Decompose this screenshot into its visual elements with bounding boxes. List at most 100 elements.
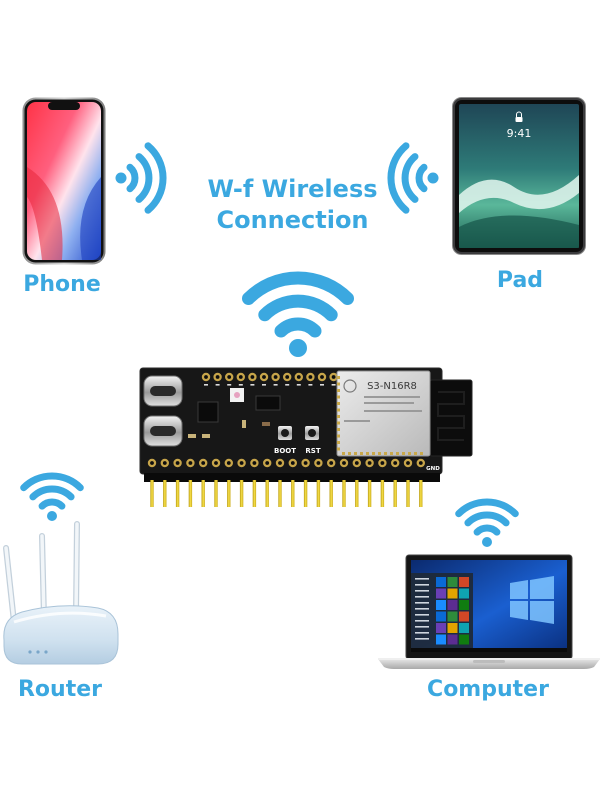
start-menu-tile <box>447 623 458 633</box>
module-castellated-pad <box>337 382 340 386</box>
module-castellated-pad <box>337 421 340 425</box>
pin-hole <box>342 461 346 465</box>
pin-hole <box>201 461 206 465</box>
start-menu-app-entry <box>415 584 429 586</box>
usb-c-slot <box>150 426 176 436</box>
wifi-signal-icon <box>386 141 442 215</box>
windows-logo-pane <box>510 601 528 620</box>
pin-hole <box>354 461 359 465</box>
start-menu-items <box>415 577 469 645</box>
module-castellated-pad <box>408 452 411 455</box>
title-line-1: W-f Wireless <box>207 175 378 203</box>
start-menu-tile <box>459 623 469 633</box>
header-pin <box>291 480 295 507</box>
module-castellated-pad <box>337 434 340 438</box>
rst-label: RST <box>305 447 320 455</box>
pin-hole <box>215 375 220 379</box>
module-castellated-pad <box>420 452 423 455</box>
router-top-highlight <box>13 611 107 624</box>
usb-c-port-bottom <box>143 415 183 447</box>
start-menu-app-entry <box>415 620 429 622</box>
module-castellated-pad <box>366 452 369 455</box>
start-menu-tile <box>447 634 458 645</box>
signal-arc-middle <box>401 153 419 203</box>
start-menu-tile <box>436 634 446 645</box>
wifi-icon <box>453 492 523 548</box>
title-line-2: Connection <box>216 206 369 234</box>
rgb-led-die <box>234 392 240 398</box>
tablet-wallpaper-foam <box>459 175 579 213</box>
router-graphic <box>3 521 119 665</box>
top-pad-row <box>201 372 338 386</box>
wifi-icon <box>240 268 358 360</box>
start-menu-app-entry <box>415 602 429 604</box>
router-body <box>3 605 119 665</box>
pin-hole <box>250 375 255 379</box>
header-pin <box>380 480 385 507</box>
router-wifi-graphic <box>20 472 84 521</box>
pin-label-mark <box>308 384 313 386</box>
header-pin <box>367 480 372 507</box>
pin-hole <box>303 461 308 465</box>
esp32-s3-dev-board: BOOT RST S3-N16R8 GND <box>138 362 474 510</box>
usb-c-slot <box>150 386 176 396</box>
module-castellated-pad <box>337 389 340 392</box>
start-menu-tile <box>447 577 458 587</box>
wifi-arc-middle <box>464 511 510 527</box>
module-castellated-pad <box>402 452 405 455</box>
module-castellated-pad <box>390 452 393 455</box>
signal-dot <box>115 172 127 184</box>
module-castellated-pad <box>337 395 340 399</box>
bottom-pad-row <box>147 458 425 468</box>
header-pin <box>163 480 167 507</box>
module-logo <box>343 379 357 393</box>
wifi-arc-outer <box>242 271 354 305</box>
module-castellated-pad <box>337 402 340 405</box>
boot-label: BOOT <box>274 447 296 455</box>
module-marking: S3-N16R8 <box>367 381 417 392</box>
wifi-signal-icon <box>112 141 168 215</box>
phone-wallpaper-red-wave <box>27 167 63 260</box>
signal-arcs-right <box>115 142 167 214</box>
start-menu-tile <box>459 600 469 610</box>
wifi-dot <box>289 339 307 357</box>
pin-hole <box>214 461 218 465</box>
start-menu-tile <box>436 577 446 587</box>
pin-label-mark <box>296 384 301 386</box>
pcb-antenna <box>429 379 473 457</box>
pin-header-strip <box>144 473 440 482</box>
smartphone-icon <box>22 97 106 265</box>
module-castellated-pad <box>342 452 345 455</box>
pin-label-mark <box>331 384 336 386</box>
module-castellated-pad <box>378 452 381 455</box>
computer-label: Computer <box>427 677 549 702</box>
signal-arcs-left <box>387 142 439 214</box>
header-pin <box>239 480 244 507</box>
start-menu-tile <box>436 588 446 599</box>
pin-hole <box>418 461 423 465</box>
header-pin <box>278 480 282 507</box>
pin-hole <box>204 375 208 379</box>
tablet-graphic: 9:41 <box>452 97 586 255</box>
windows-logo <box>510 576 554 624</box>
header-pin <box>329 480 333 507</box>
pin-hole <box>329 461 334 465</box>
pin-hole <box>162 461 167 465</box>
windows-logo-pane <box>530 576 554 599</box>
antenna-body <box>4 546 16 624</box>
pin-hole <box>296 375 301 379</box>
button-cap <box>308 429 316 437</box>
module-castellated-pad <box>337 415 340 418</box>
smartphone-graphic <box>22 97 106 265</box>
pin-hole <box>406 461 410 465</box>
router-antenna <box>39 533 47 621</box>
central-wifi-graphic <box>242 271 354 357</box>
header-pin <box>265 480 269 507</box>
module-castellated-pad <box>354 452 357 455</box>
antenna-body <box>40 534 46 620</box>
module-castellated-pad <box>337 441 340 444</box>
signal-arc-middle <box>135 153 153 203</box>
signal-arc-inner <box>415 163 428 193</box>
header-pin <box>419 480 423 507</box>
pin-label-mark <box>262 384 266 386</box>
